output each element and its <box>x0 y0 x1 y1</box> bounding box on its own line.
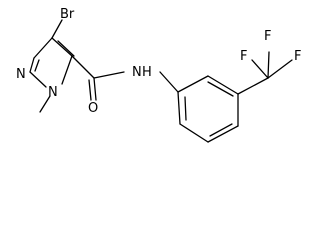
bond-n2-c3 <box>29 57 35 73</box>
bond-c-f-right <box>267 59 293 79</box>
bond-n2-c3-inner <box>34 59 40 72</box>
atom-amide-h: H <box>142 65 152 80</box>
bond-ar-6 <box>177 75 209 93</box>
atom-br: Br <box>60 7 75 22</box>
bond-ar-inner-2 <box>209 123 233 137</box>
bond-n1-n2 <box>29 71 47 88</box>
bond-c4-c5-inner <box>57 40 75 57</box>
bond-c4-c5 <box>51 37 73 57</box>
bond-ar-3 <box>207 125 239 143</box>
atom-f-top: F <box>264 29 271 44</box>
bond-c5-carbonyl <box>71 55 95 79</box>
atom-carbonyl-o: O <box>88 101 98 116</box>
bond-n1-methyl <box>39 95 51 113</box>
bond-c-f-left <box>251 59 269 79</box>
benzene-ring <box>177 75 239 143</box>
atom-n-methyl: N <box>48 85 58 100</box>
bond-ar-cf3 <box>237 77 269 95</box>
pyrazole-ring <box>29 37 75 88</box>
atom-n-ring: N <box>16 67 26 82</box>
bond-ar-1 <box>177 91 181 125</box>
bond-ar-5 <box>207 75 239 95</box>
atom-f-right: F <box>294 49 301 64</box>
atom-amide-n: N <box>132 65 142 80</box>
bond-ar-2 <box>179 123 209 143</box>
molecule-diagram: Br N N N H O F F F <box>16 7 301 143</box>
bond-c4-br <box>51 19 63 39</box>
bond-c5-n1 <box>61 55 73 85</box>
bond-n-aryl <box>159 71 179 93</box>
bond-c3-c4 <box>33 37 53 59</box>
atom-f-left: F <box>240 49 247 64</box>
bond-carbonyl-o <box>93 77 97 101</box>
bond-c-f-top <box>267 51 270 79</box>
structure-drawing: Br N N N H O F F F <box>16 7 301 143</box>
bond-carbonyl-n <box>93 71 125 79</box>
bond-ar-inner-3 <box>207 81 234 97</box>
bond-ar-inner-1 <box>184 96 187 121</box>
bond-carbonyl-o-inner <box>88 79 92 101</box>
